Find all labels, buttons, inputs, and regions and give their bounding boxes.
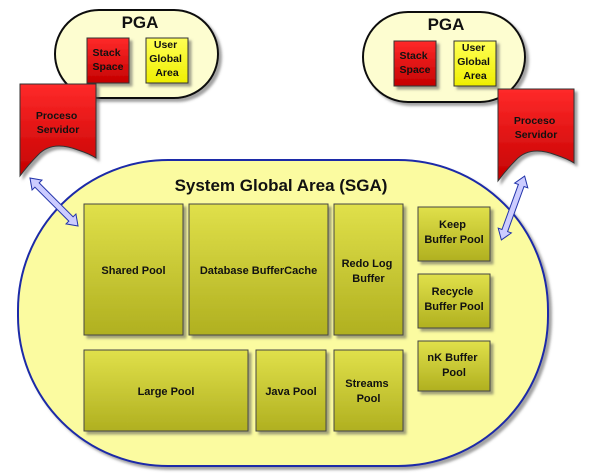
keep-buffer-pool-label: Keep Buffer Pool: [424, 219, 483, 246]
keep-buffer-pool-box: Keep Buffer Pool: [417, 206, 491, 262]
pga-left-stack-space-box: [86, 37, 130, 84]
java-pool-label: Java Pool: [265, 386, 316, 398]
pga-right-stack-space-box: [393, 40, 437, 87]
java-pool-box: Java Pool: [255, 349, 327, 432]
redo-log-label: Redo Log Buffer: [342, 258, 396, 285]
large-pool-label: Large Pool: [138, 386, 195, 398]
recycle-buffer-pool-label: Recycle Buffer Pool: [424, 286, 483, 313]
redo-log-box: Redo Log Buffer: [333, 203, 404, 336]
pga-right-stack-space-label: Stack Space: [400, 50, 431, 76]
buffer-cache-label: Database BufferCache: [200, 265, 317, 277]
arrow-left-process-to-sga: [29, 177, 79, 227]
large-pool-box: Large Pool: [83, 349, 249, 432]
proceso-servidor-left-label: Proceso Servidor: [36, 110, 80, 136]
buffer-cache-box: Database BufferCache: [188, 203, 329, 336]
sga-title: System Global Area (SGA): [175, 176, 388, 195]
pga-left-uga-label: User Global Area: [149, 39, 185, 79]
pga-right-uga-box: [453, 40, 497, 87]
proceso-servidor-right: Proceso Servidor: [497, 88, 575, 183]
proceso-servidor-right-shape: [497, 88, 575, 183]
pga-left-title: PGA: [122, 13, 159, 32]
pga-left: PGA Stack Space User Global Area: [54, 9, 219, 99]
recycle-buffer-pool-box: Recycle Buffer Pool: [417, 273, 491, 329]
proceso-servidor-left-shape: [19, 83, 97, 178]
shared-pool-box: Shared Pool: [83, 203, 184, 336]
nk-buffer-pool-box: nK Buffer Pool: [417, 340, 491, 392]
proceso-servidor-left: Proceso Servidor: [19, 83, 97, 178]
pga-right: PGA Stack Space User Global Area: [362, 11, 526, 103]
streams-pool-label: Streams Pool: [345, 378, 391, 405]
shared-pool-label: Shared Pool: [101, 265, 165, 277]
pga-right-title: PGA: [428, 15, 465, 34]
streams-pool-box: Streams Pool: [333, 349, 404, 432]
pga-left-stack-space-label: Stack Space: [93, 47, 124, 73]
proceso-servidor-right-label: Proceso Servidor: [514, 115, 558, 141]
pga-right-uga-label: User Global Area: [457, 42, 493, 82]
nk-buffer-pool-label: nK Buffer Pool: [427, 352, 480, 379]
pga-left-uga-box: [145, 37, 189, 84]
arrow-right-process-to-sga: [497, 175, 529, 241]
